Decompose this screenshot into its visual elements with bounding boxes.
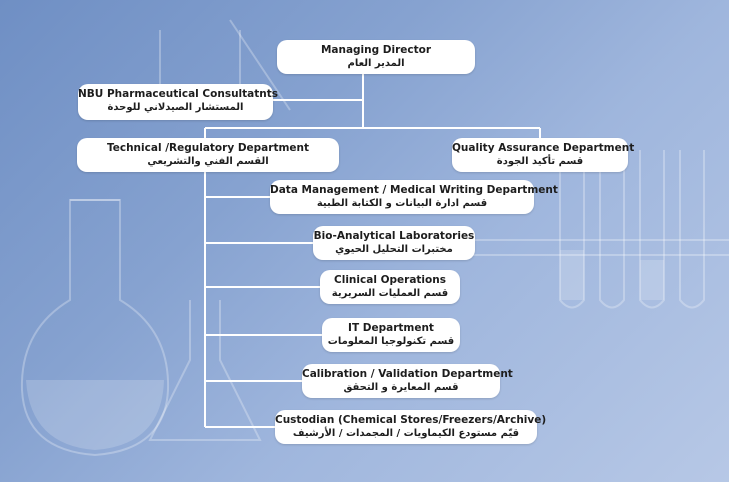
department-en: Bio-Analytical Laboratories bbox=[313, 230, 475, 242]
department-en: Clinical Operations bbox=[334, 274, 446, 286]
department-en: IT Department bbox=[348, 322, 434, 334]
department-ar: قسم العمليات السريرية bbox=[331, 288, 449, 299]
managing-director-ar: المدير العام bbox=[347, 58, 405, 69]
department-ar: مختبرات التحليل الحيوي bbox=[335, 244, 453, 255]
consultants-ar: المستشار الصيدلاني للوحدة bbox=[107, 102, 244, 113]
consultants-en: NBU Pharmaceutical Consultatnts bbox=[78, 88, 279, 100]
technical-department-ar: القسم الفني والتشريعي bbox=[147, 156, 269, 167]
department-box-it: IT Department قسم تكنولوجيا المعلومات bbox=[322, 318, 460, 352]
quality-assurance-en: Quality Assurance Department bbox=[452, 142, 635, 154]
quality-assurance-box: Quality Assurance Department قسم تأكيد ا… bbox=[452, 138, 635, 172]
department-box-custodian: Custodian (Chemical Stores/Freezers/Arch… bbox=[275, 410, 547, 444]
consultants-box: NBU Pharmaceutical Consultatnts المستشار… bbox=[78, 84, 279, 120]
managing-director-box: Managing Director المدير العام bbox=[277, 40, 475, 74]
bottom-strip bbox=[0, 482, 729, 489]
quality-assurance-ar: قسم تأكيد الجودة bbox=[496, 156, 584, 167]
department-box-data-management: Data Management / Medical Writing Depart… bbox=[270, 180, 558, 214]
department-box-clinical-operations: Clinical Operations قسم العمليات السريري… bbox=[320, 270, 460, 304]
technical-department-box: Technical /Regulatory Department القسم ا… bbox=[77, 138, 339, 172]
department-en: Data Management / Medical Writing Depart… bbox=[270, 184, 558, 196]
department-en: Calibration / Validation Department bbox=[302, 368, 513, 380]
department-box-bioanalytical: Bio-Analytical Laboratories مختبرات التح… bbox=[313, 226, 475, 260]
department-ar: قسم المعايرة و التحقق bbox=[343, 382, 459, 393]
technical-department-en: Technical /Regulatory Department bbox=[106, 142, 310, 154]
department-ar: قسم ادارة البيانات و الكتابة الطبية bbox=[316, 198, 488, 209]
department-ar: قسم تكنولوجيا المعلومات bbox=[327, 336, 455, 347]
department-en: Custodian (Chemical Stores/Freezers/Arch… bbox=[275, 414, 547, 426]
managing-director-en: Managing Director bbox=[320, 44, 432, 56]
department-box-calibration: Calibration / Validation Department قسم … bbox=[302, 364, 513, 398]
department-ar: قيّم مستودع الكيماويات / المجمدات / الأر… bbox=[292, 428, 520, 439]
